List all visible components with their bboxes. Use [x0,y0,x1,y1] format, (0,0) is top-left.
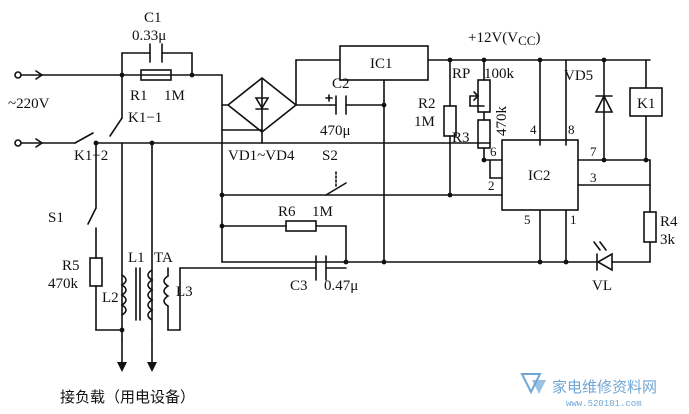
label-c3-value: 0.47μ [324,278,358,294]
label-c2-value: 470μ [320,123,351,139]
diode-vd5 [594,59,614,161]
ic2-pin-wiring [489,159,651,263]
label-s2: S2 [322,148,338,164]
switch-s1 [87,142,97,259]
label-vcc: +12V(VCC) [468,30,540,48]
label-r6: R6 [278,204,296,220]
label-vd5: VD5 [564,68,593,84]
label-ta: TA [154,250,173,266]
label-c1: C1 [144,10,162,26]
label-r1: R1 [130,88,148,104]
pin-2: 2 [488,178,495,193]
label-r6-value: 1M [312,204,333,220]
label-k1-2: K1−2 [74,148,108,164]
resistor-r1 [140,69,172,81]
label-vcc-close: ) [535,30,540,46]
label-r4-value: 3k [660,232,676,248]
label-r2-value: 1M [414,114,435,130]
label-r2: R2 [418,96,436,112]
label-l1: L1 [128,250,145,266]
ic1-wiring [383,59,651,263]
pin-1: 1 [570,212,577,227]
resistor-r5 [89,257,103,287]
label-mains: ~220V [8,96,50,112]
label-c2: C2 [332,76,350,92]
led-vl [565,241,651,272]
capacitor-c3 [179,255,347,331]
label-c1-value: 0.33μ [132,28,166,44]
label-vl: VL [592,278,612,294]
top-input-line [41,52,223,76]
pin-8: 8 [568,122,575,137]
potentiometer-rp [477,79,491,113]
pin-3: 3 [590,170,597,185]
watermark-text: 家电维修资料网 [552,378,657,396]
label-r1-value: 1M [164,88,185,104]
label-ic2: IC2 [528,168,551,184]
label-vcc-prefix: +12V(V [468,30,518,46]
capacitor-c1 [149,43,163,63]
r5-wiring [95,285,123,331]
switch-k1-1 [109,74,123,341]
label-bridge: VD1~VD4 [228,148,295,164]
r2-wiring [221,59,503,196]
capacitor-c2 [325,94,385,115]
pin-4: 4 [530,122,537,137]
label-r5-value: 470k [48,276,79,292]
relay-wiring [645,59,651,213]
vcc-rail [483,59,567,146]
label-r3: R3 [452,130,470,146]
resistor-r6 [285,220,317,232]
pin-6: 6 [490,144,497,159]
pin-5: 5 [524,212,531,227]
label-vcc-sub: CC [518,33,535,48]
label-k1: K1 [637,96,655,112]
r6-wiring [221,225,347,263]
output-arrows [117,339,157,372]
label-s1: S1 [48,210,64,226]
watermark-logo [520,373,546,395]
label-rp-value: 100k [484,66,515,82]
label-l3: L3 [176,284,193,300]
label-ic1: IC1 [370,56,393,72]
label-rp: RP [452,66,470,82]
transformer-ta [120,267,181,331]
watermark-url: www.520101.com [566,399,642,409]
label-load: 接负载（用电设备） [60,388,195,406]
label-k1-1: K1−1 [128,110,162,126]
label-l2: L2 [102,290,119,306]
label-c3: C3 [290,278,308,294]
bridge-rectifier [221,59,341,144]
resistor-r4 [643,211,657,243]
label-r5: R5 [62,258,80,274]
label-r4: R4 [660,214,678,230]
rp-wiper [469,91,485,107]
label-rp-value2: 470k [494,106,510,137]
pin-7: 7 [590,144,597,159]
switch-k1-2 [41,132,491,341]
